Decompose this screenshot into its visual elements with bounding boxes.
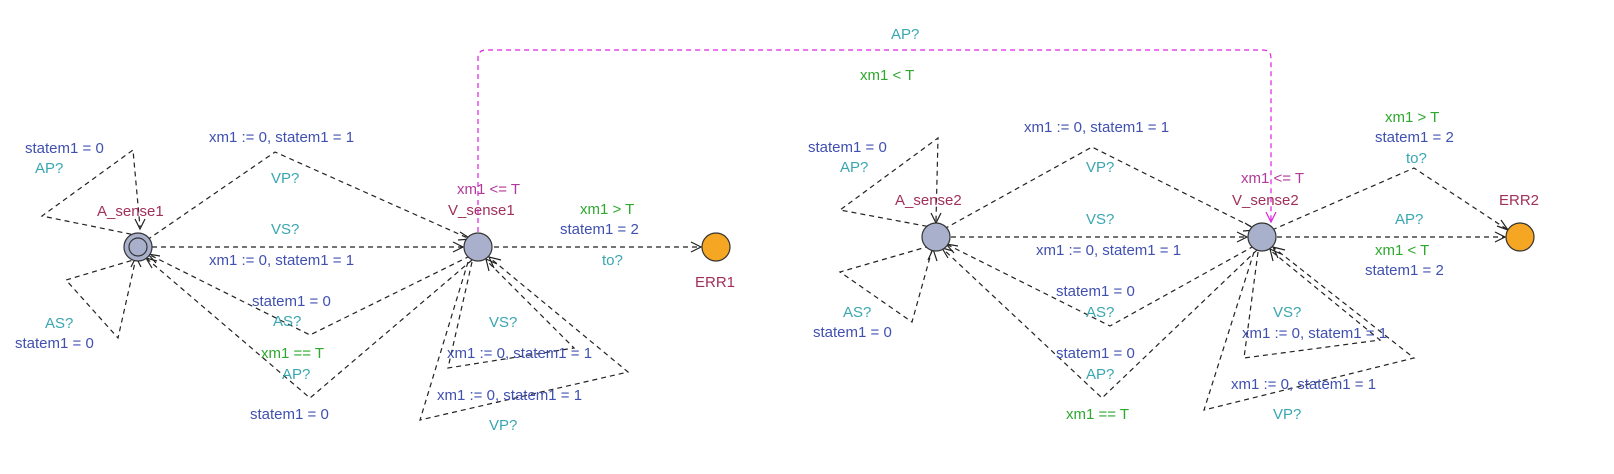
location-name-a-sense2: A_sense2 [895,192,962,209]
label-assign: xm1 := 0, statem1 = 1 [1024,119,1169,136]
location-name-a-sense1: A_sense1 [97,203,164,220]
location-name-err2: ERR2 [1499,192,1539,209]
edge-v1-loop-vp[interactable] [419,257,630,421]
label-sync: VP? [271,170,299,187]
label-sync: VS? [1086,211,1114,228]
edge-a1-loop-bottom[interactable] [64,257,141,340]
label-guard: xm1 < T [1375,242,1429,259]
label-assign: statem1 = 0 [1056,283,1135,300]
edge-v2-a2-as[interactable] [945,243,1255,327]
label-sync: AS? [273,313,301,330]
label-assign: statem1 = 0 [15,335,94,352]
label-sync: AS? [1086,304,1114,321]
label-assign: statem1 = 2 [1375,129,1454,146]
label-assign: statem1 = 0 [813,324,892,341]
edge-a2-v2-vp[interactable] [943,146,1257,230]
label-sync: AP? [1086,366,1114,383]
arrowhead [1265,211,1277,224]
invariant-v-sense1: xm1 <= T [457,181,520,198]
arrowhead [134,218,146,231]
location-name-err1: ERR1 [695,274,735,291]
label-sync: AP? [35,160,63,177]
label-assign: statem1 = 0 [252,293,331,310]
edge-v2-a2-ap[interactable] [941,247,1258,399]
label-assign: statem1 = 2 [560,221,639,238]
initial-marker-icon [128,237,148,257]
location-err1[interactable] [701,232,731,262]
right-automaton: A_sense2 xm1 <= T V_sense2 ERR2 statem1 … [808,109,1539,423]
location-name-v-sense1: V_sense1 [448,202,515,219]
label-sync: AP? [840,159,868,176]
edge-a2-loop-bottom[interactable] [838,245,933,323]
arrowhead [452,241,465,253]
label-guard: xm1 < T [860,67,914,84]
label-sync: to? [1406,150,1427,167]
location-a-sense2[interactable] [921,222,951,252]
label-sync: VP? [489,417,517,434]
label-assign: xm1 := 0, statem1 = 1 [1231,376,1376,393]
label-assign: statem1 = 2 [1365,262,1444,279]
label-sync: AS? [843,304,871,321]
arrowhead [1271,246,1286,259]
label-assign: statem1 = 0 [250,406,329,423]
label-guard: xm1 == T [261,345,324,362]
label-sync: VP? [1086,159,1114,176]
edge-a2-loop-top[interactable] [838,136,939,229]
edge-v1-loop-vs[interactable] [447,259,576,369]
label-assign: statem1 = 0 [1056,345,1135,362]
location-v-sense1[interactable] [463,232,493,262]
label-sync: VS? [271,221,299,238]
label-assign: xm1 := 0, statem1 = 1 [447,345,592,362]
label-sync: to? [602,252,623,269]
edge-v2-loop-vp[interactable] [1203,247,1416,411]
label-sync: AP? [891,26,919,43]
arrowhead [1496,219,1510,232]
label-sync: VS? [1273,304,1301,321]
label-guard: xm1 > T [580,201,634,218]
edge-a1-v1-vp[interactable] [146,151,471,241]
label-assign: xm1 := 0, statem1 = 1 [1242,325,1387,342]
edge-v1-a1-as[interactable] [147,253,471,336]
label-guard: xm1 == T [1066,406,1129,423]
edge-v1-v2-ap[interactable] [477,49,1272,232]
label-sync: AP? [1395,211,1423,228]
edge-v2-loop-vs[interactable] [1243,249,1382,359]
cross-edge-group: AP? xm1 < T [477,26,1277,232]
left-automaton: A_sense1 xm1 <= T V_sense1 ERR1 statem1 … [15,129,735,434]
label-guard: xm1 > T [1385,109,1439,126]
arrowhead [487,256,502,269]
label-sync: VP? [1273,406,1301,423]
label-assign: xm1 := 0, statem1 = 1 [437,387,582,404]
label-sync: AS? [45,315,73,332]
location-name-v-sense2: V_sense2 [1232,192,1299,209]
edge-a1-loop-top[interactable] [40,148,141,237]
label-assign: xm1 := 0, statem1 = 1 [209,129,354,146]
location-v-sense2[interactable] [1247,222,1277,252]
arrowhead [690,241,703,253]
label-assign: statem1 = 0 [808,139,887,156]
label-assign: xm1 := 0, statem1 = 1 [1036,242,1181,259]
label-assign: xm1 := 0, statem1 = 1 [209,252,354,269]
edge-v2-err2-to[interactable] [1271,167,1509,231]
label-sync: AP? [282,366,310,383]
arrowhead [1236,231,1249,243]
location-err2[interactable] [1505,222,1535,252]
invariant-v-sense2: xm1 <= T [1241,170,1304,187]
arrowhead [1494,231,1507,243]
label-sync: VS? [489,314,517,331]
label-assign: statem1 = 0 [25,140,104,157]
